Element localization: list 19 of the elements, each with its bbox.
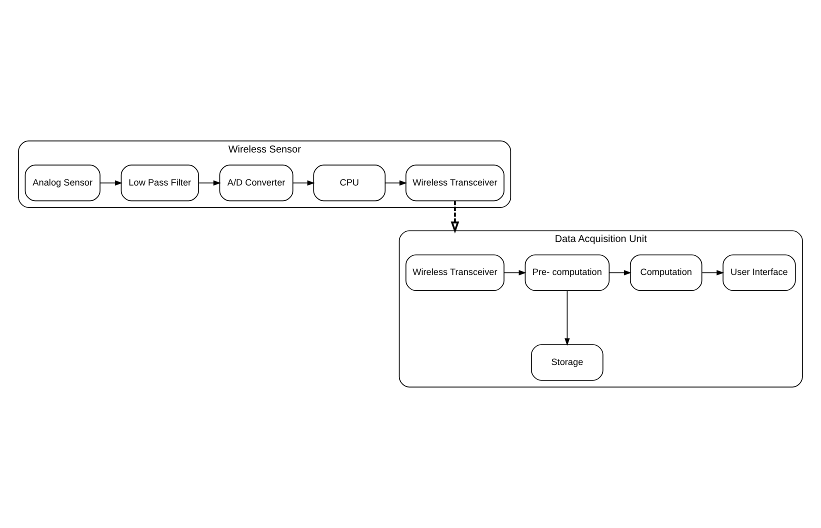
node-box: Wireless Transceiver (406, 254, 504, 292)
arrow (198, 180, 221, 186)
arrow (702, 270, 724, 276)
node-box: Storage (531, 344, 604, 381)
node-box: A/D Converter (219, 164, 294, 202)
node-box: User Interface (722, 254, 796, 292)
node-box: CPU (313, 164, 386, 202)
node-box: Wireless Transceiver (406, 164, 504, 202)
arrow (564, 290, 570, 346)
arrow (292, 180, 315, 186)
arrow (384, 180, 407, 186)
arrow (504, 270, 526, 276)
arrow (100, 180, 122, 186)
node-box: Low Pass Filter (120, 164, 199, 202)
node-box: Analog Sensor (24, 164, 100, 202)
arrow (450, 200, 460, 234)
node-box: Pre- computation (524, 254, 610, 292)
node-box: Computation (630, 254, 702, 292)
arrow (608, 270, 632, 276)
